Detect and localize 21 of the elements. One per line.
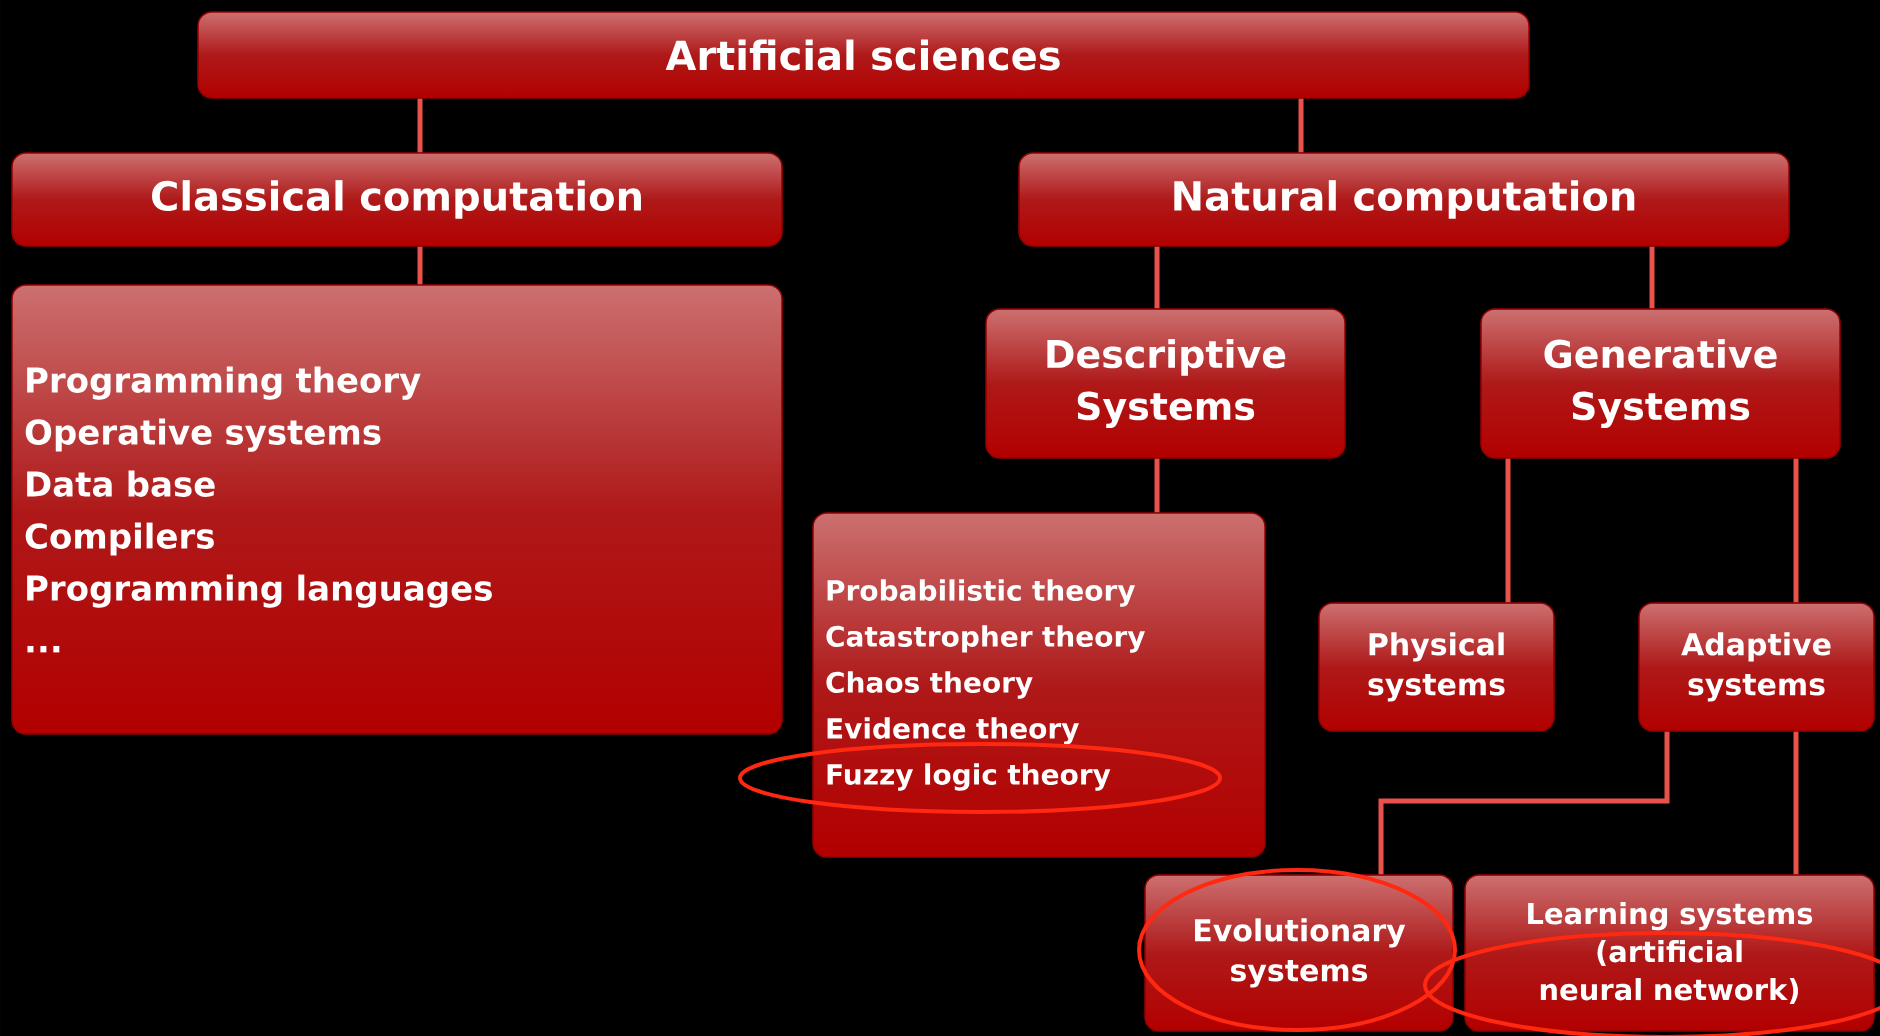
- connector-line: [417, 246, 423, 285]
- connector-line: [1505, 458, 1511, 603]
- connector-line: [1793, 731, 1799, 875]
- list-box: Probabilistic theory Catastropher theory Chaos theory Evidence theory Fuzzy logic theory: [812, 512, 1266, 858]
- connector-line: [1298, 98, 1304, 153]
- connector-line: [1378, 731, 1670, 875]
- connector-line: [1649, 246, 1655, 309]
- header-box: Natural computation: [1018, 152, 1790, 247]
- category-box: Evolutionary systems: [1144, 874, 1454, 1032]
- category-box: Learning systems (artificial neural network): [1464, 874, 1875, 1032]
- connector-line: [1793, 458, 1799, 603]
- header-box: Artificial sciences: [197, 11, 1530, 99]
- list-box: Programming theory Operative systems Data base Compilers Programming languages ...: [11, 284, 783, 735]
- connector-line: [417, 98, 423, 153]
- header-box: Descriptive Systems: [985, 308, 1346, 459]
- connector-line: [1154, 246, 1160, 309]
- category-box: Physical systems: [1318, 602, 1555, 732]
- category-box: Adaptive systems: [1638, 602, 1875, 732]
- connector-line: [1154, 458, 1160, 513]
- header-box: Generative Systems: [1480, 308, 1841, 459]
- header-box: Classical computation: [11, 152, 783, 247]
